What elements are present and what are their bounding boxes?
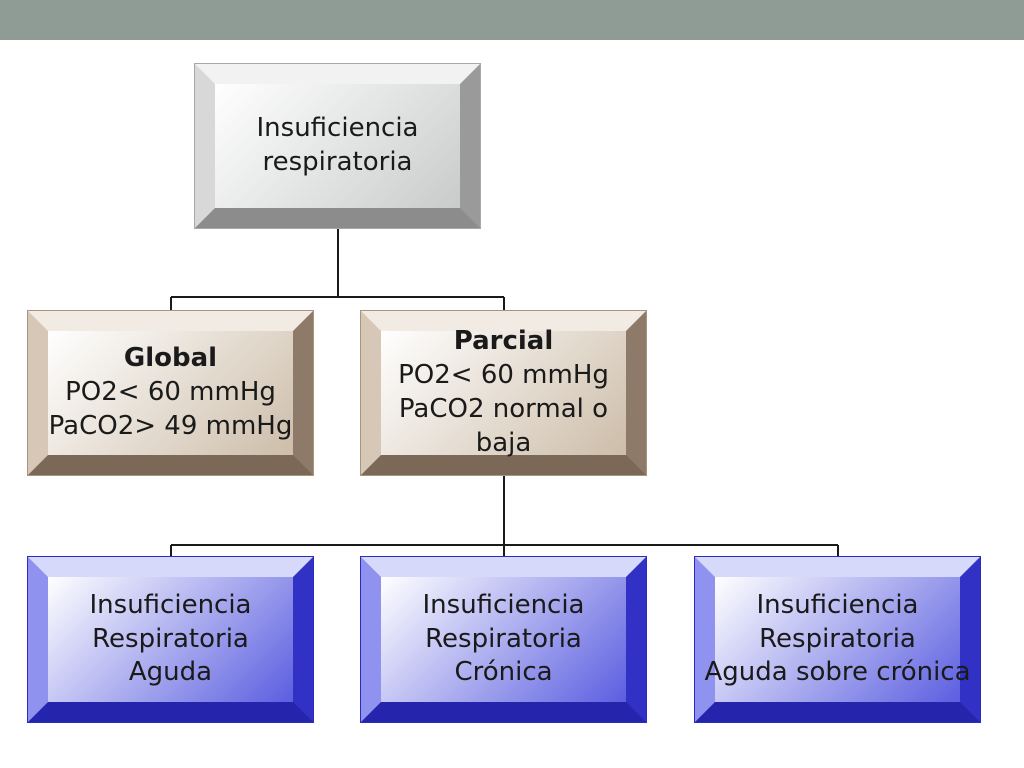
node-face: Global PO2< 60 mmHg PaCO2> 49 mmHg bbox=[48, 331, 293, 455]
top-band bbox=[0, 0, 1024, 40]
parcial-title: Parcial bbox=[453, 326, 554, 357]
global-title: Global bbox=[123, 343, 218, 374]
cronica-line-3: Crónica bbox=[454, 657, 553, 688]
node-face: Insuficiencia Respiratoria Aguda bbox=[48, 577, 293, 702]
parcial-line-2: PaCO2 normal o bbox=[398, 394, 609, 424]
node-face: Parcial PO2< 60 mmHg PaCO2 normal o baja bbox=[381, 326, 626, 458]
root-line-2: respiratoria bbox=[262, 147, 413, 177]
aguda-line-2: Respiratoria bbox=[92, 623, 249, 654]
cronica-line-1: Insuficiencia bbox=[422, 589, 585, 620]
node-aguda-sobre-cronica: Insuficiencia Respiratoria Aguda sobre c… bbox=[694, 556, 981, 723]
aguda-line-3: Aguda bbox=[128, 657, 213, 688]
global-line-2: PaCO2> 49 mmHg bbox=[48, 410, 293, 441]
aguda-line-1: Insuficiencia bbox=[89, 589, 252, 620]
node-insuficiencia-respiratoria: Insuficiencia respiratoria bbox=[194, 63, 481, 229]
parcial-line-3: baja bbox=[475, 427, 532, 458]
sobre-line-1: Insuficiencia bbox=[756, 589, 919, 620]
node-face: Insuficiencia Respiratoria Crónica bbox=[381, 577, 626, 702]
node-face: Insuficiencia respiratoria bbox=[215, 84, 460, 208]
node-cronica: Insuficiencia Respiratoria Crónica bbox=[360, 556, 647, 723]
node-aguda: Insuficiencia Respiratoria Aguda bbox=[27, 556, 314, 723]
sobre-line-3: Aguda sobre crónica bbox=[704, 657, 971, 688]
node-global: Global PO2< 60 mmHg PaCO2> 49 mmHg bbox=[27, 310, 314, 476]
root-line-1: Insuficiencia bbox=[256, 113, 419, 144]
parcial-line-1: PO2< 60 mmHg bbox=[398, 360, 609, 391]
node-parcial: Parcial PO2< 60 mmHg PaCO2 normal o baja bbox=[360, 310, 647, 476]
global-line-1: PO2< 60 mmHg bbox=[65, 377, 276, 408]
sobre-line-2: Respiratoria bbox=[759, 623, 916, 654]
cronica-line-2: Respiratoria bbox=[425, 623, 582, 654]
node-face: Insuficiencia Respiratoria Aguda sobre c… bbox=[704, 577, 971, 702]
